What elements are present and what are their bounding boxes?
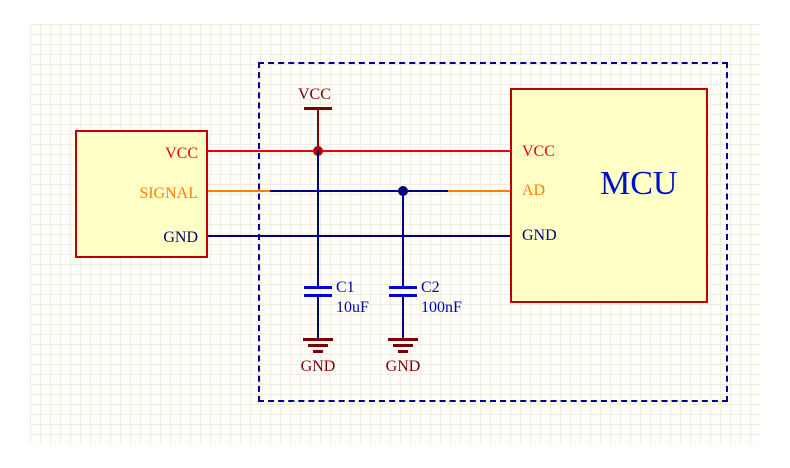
module-boundary-rect[interactable]: [258, 62, 728, 402]
wire-vcc[interactable]: [208, 150, 510, 152]
wire-signal-pin-left[interactable]: [208, 190, 270, 192]
c2-ref-label: C2: [421, 279, 440, 296]
c1-ground-label: GND: [300, 358, 336, 375]
mcu-title: MCU: [600, 165, 678, 202]
c1-upper-lead[interactable]: [317, 150, 319, 286]
c2-ground-label: GND: [385, 358, 421, 375]
c2-capacitor-plate-top-icon[interactable]: [389, 286, 417, 289]
c1-capacitor-plate-top-icon[interactable]: [304, 286, 332, 289]
vcc-power-stem[interactable]: [317, 107, 319, 152]
c1-ref-label: C1: [336, 279, 355, 296]
wire-gnd[interactable]: [208, 235, 510, 237]
c1-ground-symbol-icon[interactable]: [303, 338, 333, 341]
c1-ground-symbol-mid: [308, 344, 328, 347]
sensor-pin-signal-label: SIGNAL: [139, 185, 198, 202]
c2-upper-lead[interactable]: [402, 190, 404, 286]
c2-value-label: 100nF: [421, 299, 462, 316]
c1-lower-lead[interactable]: [317, 297, 319, 338]
wire-signal-pin-right[interactable]: [448, 190, 510, 192]
sensor-component[interactable]: VCC SIGNAL GND: [75, 130, 208, 258]
mcu-component[interactable]: VCC AD GND MCU: [510, 88, 708, 303]
c2-ground-symbol-icon[interactable]: [388, 338, 418, 341]
vcc-power-label: VCC: [298, 86, 331, 103]
c1-capacitor-plate-bottom-icon[interactable]: [304, 294, 332, 297]
c1-ground-symbol-low: [313, 350, 323, 353]
c2-ground-symbol-mid: [393, 344, 413, 347]
sensor-pin-vcc-label: VCC: [165, 145, 198, 162]
c2-lower-lead[interactable]: [402, 297, 404, 338]
c2-ground-symbol-low: [398, 350, 408, 353]
sensor-pin-gnd-label: GND: [163, 229, 198, 246]
mcu-pin-gnd-label: GND: [522, 227, 557, 244]
mcu-pin-vcc-label: VCC: [522, 143, 555, 160]
wire-signal-mid[interactable]: [270, 190, 448, 192]
c2-capacitor-plate-bottom-icon[interactable]: [389, 294, 417, 297]
c1-value-label: 10uF: [336, 299, 369, 316]
mcu-pin-ad-label: AD: [522, 182, 546, 199]
